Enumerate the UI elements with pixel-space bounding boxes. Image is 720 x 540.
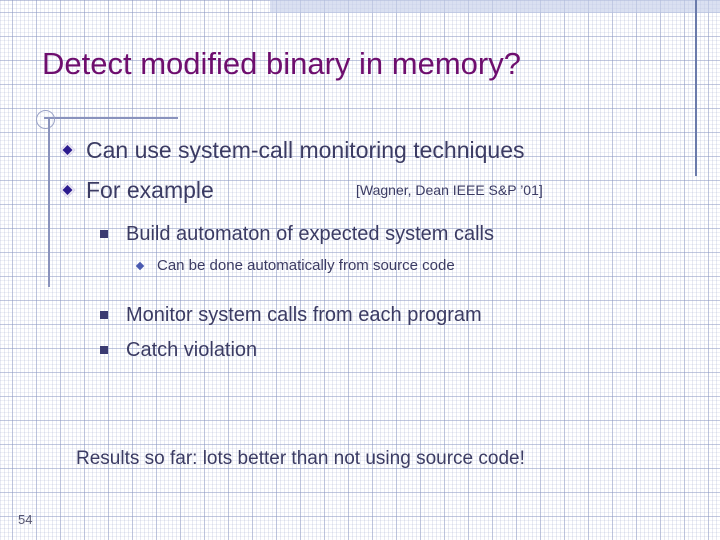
citation-reference: [Wagner, Dean IEEE S&P ’01] xyxy=(356,182,543,198)
square-bullet-icon xyxy=(100,345,108,354)
bullet-item-level2: Catch violation xyxy=(0,332,720,367)
square-bullet-icon xyxy=(100,229,108,238)
square-bullet-icon xyxy=(100,310,108,319)
bullet-item-level1: For example [Wagner, Dean IEEE S&P ’01] xyxy=(0,170,720,210)
bullet-text: For example xyxy=(86,177,214,203)
bullet-text: Build automaton of expected system calls xyxy=(126,222,494,245)
diamond-bullet-icon xyxy=(59,182,76,198)
bullet-text: Can use system-call monitoring technique… xyxy=(86,137,525,163)
diamond-bullet-icon xyxy=(59,142,76,158)
title-underline-rule xyxy=(44,117,178,119)
bullet-list: Can use system-call monitoring technique… xyxy=(0,130,720,367)
bullet-item-level3: Can be done automatically from source co… xyxy=(0,251,720,281)
bullet-text: Can be done automatically from source co… xyxy=(157,257,455,274)
slide-title: Detect modified binary in memory? xyxy=(42,46,521,81)
bullet-item-level1: Can use system-call monitoring technique… xyxy=(0,130,720,170)
small-diamond-bullet-icon xyxy=(135,261,145,271)
right-vertical-rule xyxy=(695,0,697,176)
bullet-text: Catch violation xyxy=(126,338,258,361)
page-number: 54 xyxy=(18,512,33,527)
header-accent-band xyxy=(270,0,720,13)
left-vertical-rule xyxy=(48,117,50,287)
spacer xyxy=(0,281,720,297)
bullet-text: Monitor system calls from each program xyxy=(126,303,482,326)
decorative-circle-icon xyxy=(36,110,55,129)
conclusion-text: Results so far: lots better than not usi… xyxy=(76,448,525,469)
bullet-item-level2: Build automaton of expected system calls xyxy=(0,216,720,251)
bullet-item-level2: Monitor system calls from each program xyxy=(0,297,720,332)
